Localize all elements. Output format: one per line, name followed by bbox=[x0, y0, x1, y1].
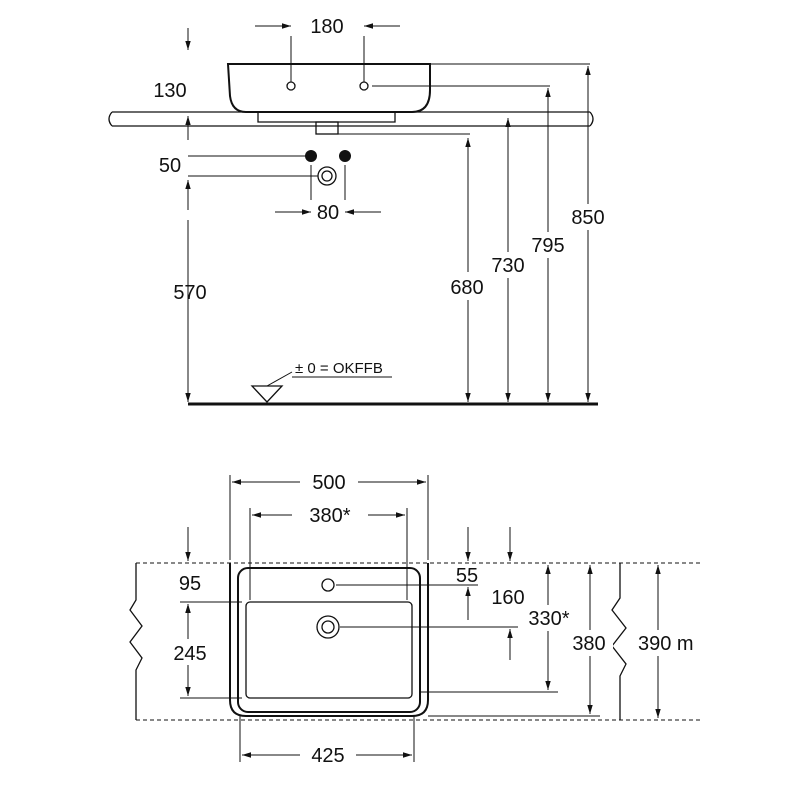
dim-inner-width: 425 bbox=[311, 745, 344, 767]
label-bg bbox=[634, 630, 708, 656]
dim-basin-depth: 380 bbox=[572, 633, 605, 655]
countertop-break-left bbox=[108, 111, 113, 127]
side-view: 180 130 50 80 570 680 bbox=[108, 16, 610, 406]
dim-supply-height: 570 bbox=[173, 282, 206, 304]
dim-tap-spacing: 180 bbox=[310, 16, 343, 38]
dim-drain-height: 680 bbox=[450, 277, 483, 299]
dim-supply-spacing: 80 bbox=[317, 202, 339, 224]
label-bg bbox=[164, 639, 214, 665]
dim-tap-height: 795 bbox=[531, 235, 564, 257]
label-bg bbox=[300, 470, 358, 494]
dim-drain-offset: 160 bbox=[491, 587, 524, 609]
tap-hole-right bbox=[359, 81, 369, 91]
drain-hole bbox=[316, 615, 340, 639]
dim-rear-offset: 95 bbox=[179, 573, 201, 595]
tap-hole-left bbox=[286, 81, 296, 91]
label-bg bbox=[486, 252, 530, 278]
label-bg bbox=[292, 503, 368, 527]
dim-supply-gap: 50 bbox=[159, 155, 181, 177]
label-bg bbox=[566, 204, 610, 230]
counter-break-left bbox=[129, 563, 143, 720]
dim-cutout-depth: 330* bbox=[528, 608, 569, 630]
waste-pipe bbox=[317, 166, 337, 186]
label-bg bbox=[300, 743, 356, 767]
dim-rim-height: 850 bbox=[571, 207, 604, 229]
waste-pipe-inner bbox=[321, 170, 333, 182]
label-bg bbox=[526, 232, 570, 258]
dim-cutout-width: 380* bbox=[309, 505, 350, 527]
floor-level-label: ± 0 = OKFFB bbox=[295, 360, 383, 377]
dim-tap-offset: 55 bbox=[456, 565, 478, 587]
basin-under-rim bbox=[257, 112, 396, 123]
floor-level-symbol bbox=[250, 385, 284, 403]
basin-outline-top bbox=[229, 563, 429, 717]
supply-pipe-right bbox=[339, 150, 351, 162]
label-bg bbox=[518, 605, 580, 631]
drain-outlet bbox=[315, 121, 339, 135]
dim-overall-width: 500 bbox=[312, 472, 345, 494]
basin-body-side bbox=[226, 63, 431, 113]
dim-counter-height: 730 bbox=[491, 255, 524, 277]
basin-rim-top bbox=[237, 567, 421, 713]
top-view: 500 380* 425 95 245 55 160 bbox=[129, 470, 708, 767]
label-bg bbox=[567, 630, 613, 656]
counter-break-right bbox=[611, 563, 627, 720]
drain-hole-inner bbox=[321, 620, 335, 634]
tap-hole bbox=[321, 578, 335, 592]
supply-pipe-left bbox=[305, 150, 317, 162]
label-bg bbox=[445, 272, 491, 300]
countertop-break-right bbox=[589, 111, 594, 127]
dim-basin-inner-depth: 245 bbox=[173, 643, 206, 665]
basin-bowl bbox=[245, 601, 413, 699]
dim-basin-height: 130 bbox=[153, 80, 186, 102]
dim-counter-depth: 390 m bbox=[638, 633, 694, 655]
leader-line bbox=[266, 371, 293, 387]
